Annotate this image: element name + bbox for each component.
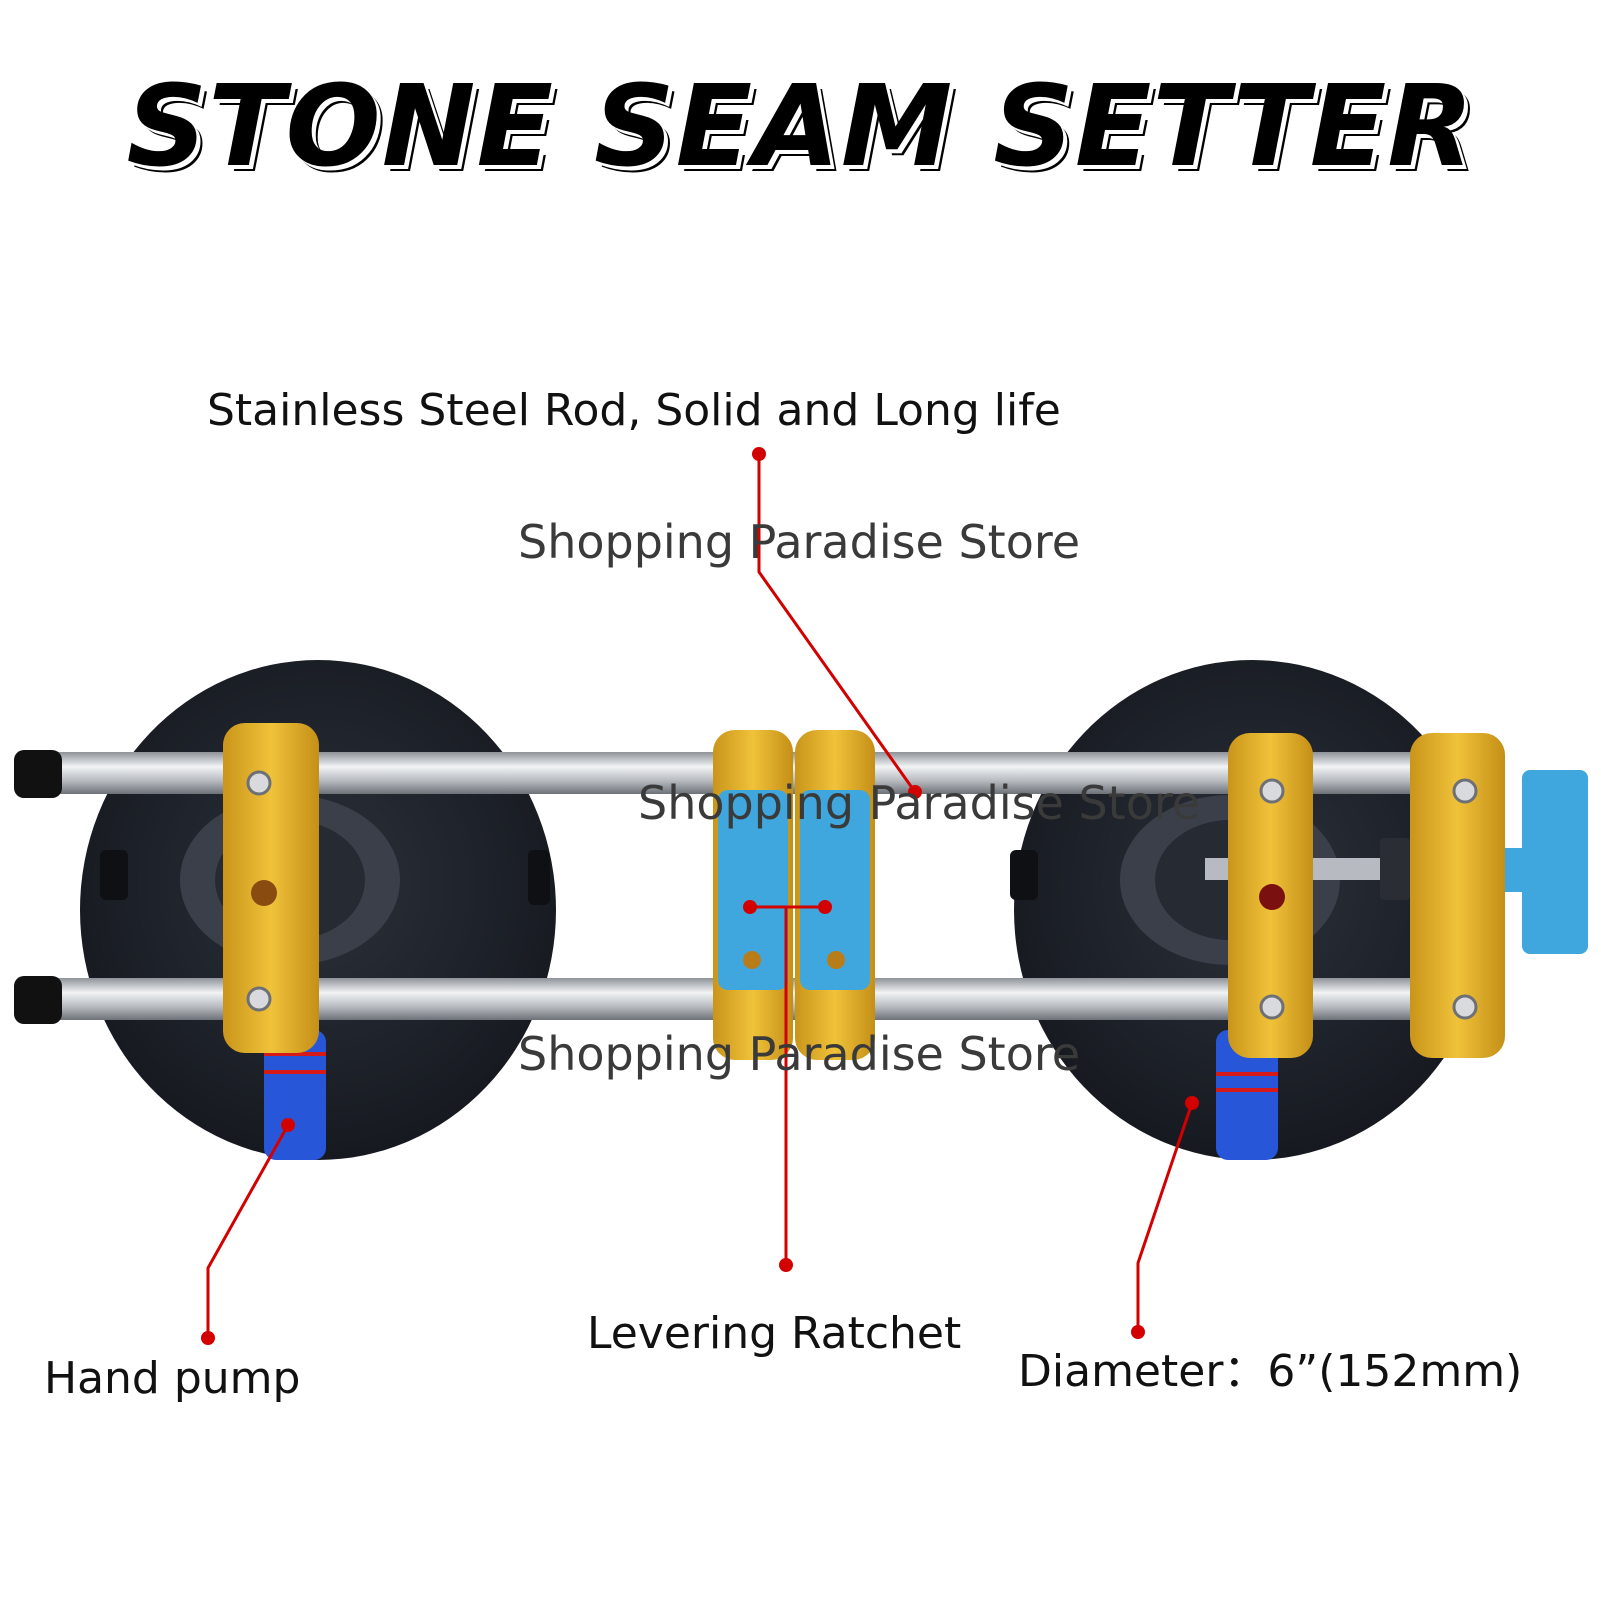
- callout-dots: [201, 447, 1199, 1345]
- ratchet-callout-label: Levering Ratchet: [587, 1308, 962, 1359]
- watermark-middle: Shopping Paradise Store: [638, 776, 1201, 830]
- left-hand-pump: [264, 1030, 326, 1160]
- right-yellow-block-b: [1410, 733, 1505, 1058]
- bolts: [246, 770, 1478, 1020]
- rod-callout-label: Stainless Steel Rod, Solid and Long life: [207, 385, 1061, 436]
- pump-callout-label: Hand pump: [44, 1353, 301, 1404]
- ratchet-levers: [718, 790, 870, 990]
- right-block-hole: [1259, 884, 1285, 910]
- blue-t-knob: [1505, 770, 1588, 954]
- diameter-callout-label: Diameter：6”(152mm): [1018, 1346, 1523, 1397]
- right-hand-pump: [1216, 1030, 1278, 1160]
- watermark-bottom: Shopping Paradise Store: [518, 1027, 1081, 1081]
- watermark-top: Shopping Paradise Store: [518, 515, 1081, 569]
- left-block-hole: [251, 880, 277, 906]
- page-title: STONE SEAM SETTER: [126, 62, 1475, 192]
- callout-leaders: [206, 454, 1194, 1338]
